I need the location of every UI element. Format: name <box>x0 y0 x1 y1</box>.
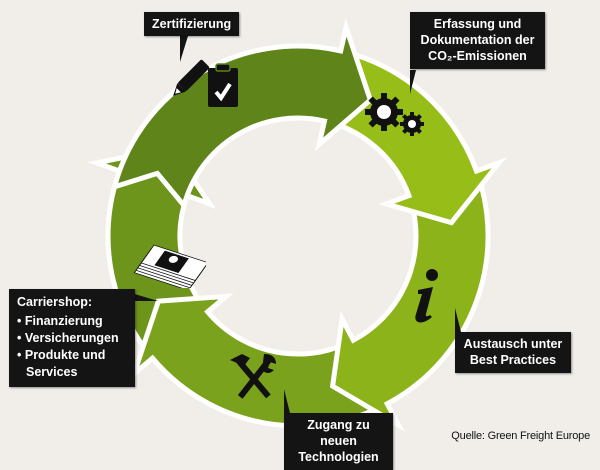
erfassung-line-3: CO₂-Emissionen <box>428 49 527 63</box>
pencil-icon <box>173 59 210 96</box>
callout-zertifizierung: Zertifizierung <box>144 12 240 36</box>
callout-austausch: Austausch unter Best Practices <box>455 332 571 373</box>
carriershop-heading: Carriershop: <box>17 295 93 309</box>
carriershop-list: Finanzierung Versicherungen Produkte und… <box>17 313 127 381</box>
zugang-line-2: Technologien <box>298 450 379 464</box>
erfassung-line-2: Dokumentation der <box>420 33 535 47</box>
arrow-segment-zertifizierung <box>110 18 374 211</box>
zugang-pointer <box>284 389 293 413</box>
carriershop-item: Finanzierung <box>17 313 127 330</box>
callout-erfassung: Erfassung und Dokumentation der CO₂-Emis… <box>410 12 545 69</box>
zugang-line-1: Zugang zu neuen <box>307 418 370 448</box>
austausch-line-2: Best Practices <box>469 353 557 367</box>
austausch-line-1: Austausch unter <box>463 337 563 351</box>
austausch-pointer <box>455 308 464 332</box>
hammer-wrench-icon <box>230 354 276 399</box>
erfassung-line-1: Erfassung und <box>433 17 522 31</box>
carriershop-item: Produkte und <box>17 347 127 364</box>
carriershop-item: Versicherungen <box>17 330 127 347</box>
info-icon <box>415 269 438 323</box>
gears-icon <box>365 93 424 136</box>
erfassung-pointer <box>410 70 422 94</box>
source-note: Quelle: Green Freight Europe <box>451 430 590 442</box>
zertifizierung-label: Zertifizierung <box>152 17 232 31</box>
callout-carriershop: Carriershop: Finanzierung Versicherungen… <box>9 289 135 387</box>
money-stack-icon <box>133 244 206 288</box>
clipboard-check-icon <box>208 63 238 107</box>
callout-zugang: Zugang zu neuen Technologien <box>284 413 393 470</box>
zertifizierung-pointer <box>180 36 192 62</box>
carriershop-item: Services <box>26 365 78 379</box>
